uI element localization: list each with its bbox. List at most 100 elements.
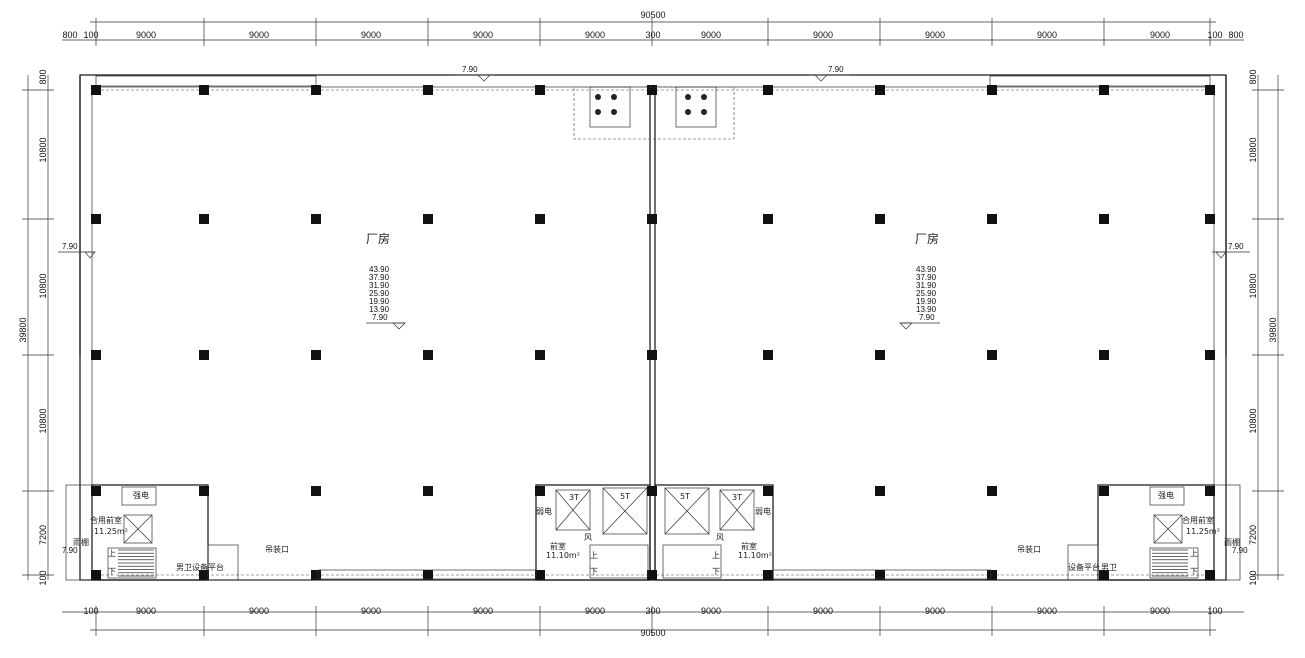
- label-lobby-left: 前室: [550, 541, 566, 551]
- dim-bay: 9000: [473, 606, 493, 616]
- level-text: 7.90: [1228, 242, 1244, 251]
- dim-edge: 800: [62, 30, 77, 40]
- column: [987, 486, 997, 496]
- dim-span: 10800: [1248, 273, 1258, 298]
- column: [535, 570, 545, 580]
- dim-top-row: 800 100 9000 9000 9000 9000 9000 300 900…: [62, 30, 1243, 40]
- column: [763, 570, 773, 580]
- dim-bay: 9000: [136, 30, 156, 40]
- dim-gap: 300: [645, 606, 660, 616]
- column: [91, 214, 101, 224]
- column: [199, 85, 209, 95]
- label-shared-lobby-area-right: 11.25m²: [1186, 527, 1220, 536]
- column: [91, 486, 101, 496]
- label-strong-left: 强电: [133, 490, 149, 500]
- column: [199, 570, 209, 580]
- level-value: 13.90: [916, 305, 937, 314]
- dim-span: 7200: [38, 525, 48, 545]
- label-hoist-left: 吊装口: [265, 544, 289, 554]
- label-strong-right: 强电: [1158, 490, 1174, 500]
- column: [875, 85, 885, 95]
- column: [535, 486, 545, 496]
- dim-bay: 9000: [813, 606, 833, 616]
- label-up: 上: [712, 551, 720, 560]
- column: [311, 350, 321, 360]
- level-value: 43.90: [369, 265, 390, 274]
- dim-span: 10800: [38, 273, 48, 298]
- column: [311, 570, 321, 580]
- level-text: 7.90: [828, 65, 844, 74]
- dim-bay: 9000: [361, 606, 381, 616]
- level-stack-left: 43.90 37.90 31.90 25.90 19.90 13.90 7.90: [366, 265, 406, 330]
- dim-bottom-row: 100 9000 9000 9000 9000 9000 300 9000 90…: [83, 606, 1222, 616]
- column: [199, 486, 209, 496]
- column: [875, 350, 885, 360]
- level-text: 7.90: [1232, 546, 1248, 555]
- level-marker-left: 7.90: [58, 242, 96, 259]
- right-core: [1067, 484, 1241, 581]
- dim-span: 10800: [1248, 408, 1258, 433]
- column: [763, 85, 773, 95]
- column: [875, 214, 885, 224]
- lift-label: 5T: [680, 492, 690, 501]
- label-down: 下: [108, 567, 116, 576]
- level-value: 25.90: [369, 289, 390, 298]
- column: [763, 350, 773, 360]
- label-canopy-right: 雨棚: [1224, 537, 1240, 547]
- label-lobby-area-right: 11.10m²: [738, 551, 772, 560]
- level-stack-right: 43.90 37.90 31.90 25.90 19.90 13.90 7.90: [899, 265, 940, 330]
- center-core-right: [654, 484, 774, 581]
- level-value: 31.90: [369, 281, 390, 290]
- label-platform-left: 设备平台: [192, 562, 224, 572]
- dim-bay: 9000: [249, 30, 269, 40]
- dim-right-col: 800 10800 10800 10800 7200 100 39800: [1248, 69, 1278, 585]
- column: [987, 85, 997, 95]
- dim-total-bottom: 90500: [640, 628, 665, 638]
- level-marker-top-right: 7.90: [810, 65, 850, 82]
- column: [91, 570, 101, 580]
- dim-bay: 9000: [585, 30, 605, 40]
- dim-span: 10800: [1248, 137, 1258, 162]
- column: [423, 570, 433, 580]
- dim-edge: 100: [83, 30, 98, 40]
- dim-bay: 9000: [136, 606, 156, 616]
- dim-bay: 9000: [925, 30, 945, 40]
- label-down: 下: [712, 567, 720, 576]
- level-value: 19.90: [916, 297, 937, 306]
- column: [311, 214, 321, 224]
- column: [91, 85, 101, 95]
- lift-label: 5T: [620, 492, 630, 501]
- dim-bay: 9000: [1037, 606, 1057, 616]
- column: [647, 486, 657, 496]
- dim-bay: 9000: [701, 30, 721, 40]
- columns: [91, 85, 1215, 580]
- column: [647, 214, 657, 224]
- label-shared-lobby-right: 合用前室: [1182, 515, 1214, 525]
- label-wind: 风: [584, 533, 592, 542]
- dim-bay: 9000: [813, 30, 833, 40]
- column: [91, 350, 101, 360]
- column: [423, 85, 433, 95]
- label-lobby-right: 前室: [741, 541, 757, 551]
- column: [763, 214, 773, 224]
- dim-bay: 9000: [361, 30, 381, 40]
- column: [199, 350, 209, 360]
- dim-span: 10800: [38, 408, 48, 433]
- level-text: 7.90: [62, 546, 78, 555]
- top-restroom-block: [573, 86, 735, 140]
- dim-bay: 9000: [1037, 30, 1057, 40]
- label-up: 上: [108, 549, 116, 558]
- column: [423, 486, 433, 496]
- column: [423, 214, 433, 224]
- dim-left-col: 800 10800 10800 10800 7200 100 39800: [18, 69, 48, 585]
- label-hoist-right: 吊装口: [1017, 544, 1041, 554]
- label-down: 下: [1190, 567, 1198, 576]
- column: [875, 486, 885, 496]
- dim-bay: 9000: [1150, 30, 1170, 40]
- dim-edge: 100: [1207, 30, 1222, 40]
- column: [1099, 350, 1109, 360]
- dimension-lines: [27, 21, 1279, 631]
- column: [311, 85, 321, 95]
- level-value: 31.90: [916, 281, 937, 290]
